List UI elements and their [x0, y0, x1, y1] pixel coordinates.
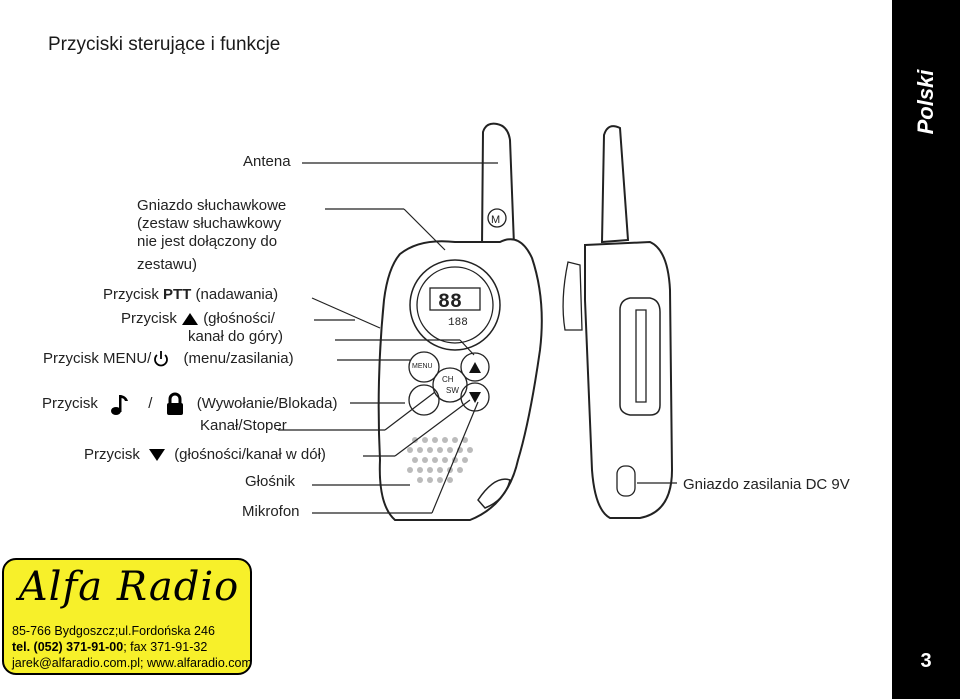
- label-vol-up: Przycisk (głośności/: [121, 310, 275, 327]
- alfa-radio-logo: Alfa Radio 85-766 Bydgoszcz;ul.Fordońska…: [2, 558, 252, 675]
- label-channel-stop: Kanał/Stoper: [200, 417, 287, 434]
- label-dc-jack: Gniazdo zasilania DC 9V: [683, 476, 850, 493]
- triangle-up-icon: [182, 313, 199, 326]
- label-menu: Przycisk MENU/ (menu/zasilania): [43, 350, 294, 367]
- label-headset-4: zestawu): [137, 256, 198, 273]
- language-label: Polski: [913, 69, 938, 135]
- logo-address: 85-766 Bydgoszcz;ul.Fordońska 246: [12, 624, 215, 638]
- triangle-down-icon: [149, 449, 166, 462]
- lock-icon: [166, 392, 183, 415]
- label-antenna: Antena: [243, 153, 291, 170]
- music-note-icon: [111, 395, 129, 415]
- label-microphone: Mikrofon: [242, 503, 300, 520]
- power-icon: [154, 351, 169, 367]
- label-vol-down: Przycisk (głośności/kanał w dół): [84, 446, 326, 463]
- logo-name: Alfa Radio: [18, 564, 240, 610]
- label-headset-2: (zestaw słuchawkowy: [137, 215, 282, 232]
- sw-key-label: SW: [446, 386, 459, 395]
- label-vol-up-2: kanał do góry): [188, 328, 284, 345]
- logo-phone: tel. (052) 371-91-00; fax 371-91-32: [12, 640, 208, 654]
- brand-mark: M: [491, 214, 500, 226]
- label-ptt: Przycisk PTT (nadawania): [103, 286, 279, 303]
- page-number: 3: [920, 650, 932, 672]
- ch-key-label: CH: [442, 375, 454, 384]
- menu-key-label: MENU: [412, 363, 433, 370]
- language-tab: Polski 3: [892, 0, 960, 699]
- display-digits: 88: [438, 291, 462, 314]
- label-call: Przycisk / (Wywołanie/Blokada): [42, 392, 337, 416]
- label-headset-1: Gniazdo słuchawkowe: [137, 197, 287, 214]
- label-speaker: Głośnik: [245, 473, 296, 490]
- page-title: Przyciski sterujące i funkcje: [48, 34, 281, 55]
- logo-web: jarek@alfaradio.com.pl; www.alfaradio.co…: [12, 656, 252, 670]
- display-subdigits: 188: [448, 317, 468, 329]
- label-headset-3: nie jest dołączony do: [137, 233, 278, 250]
- radio-illustration: M 88 188 MENU CH SW: [278, 122, 677, 521]
